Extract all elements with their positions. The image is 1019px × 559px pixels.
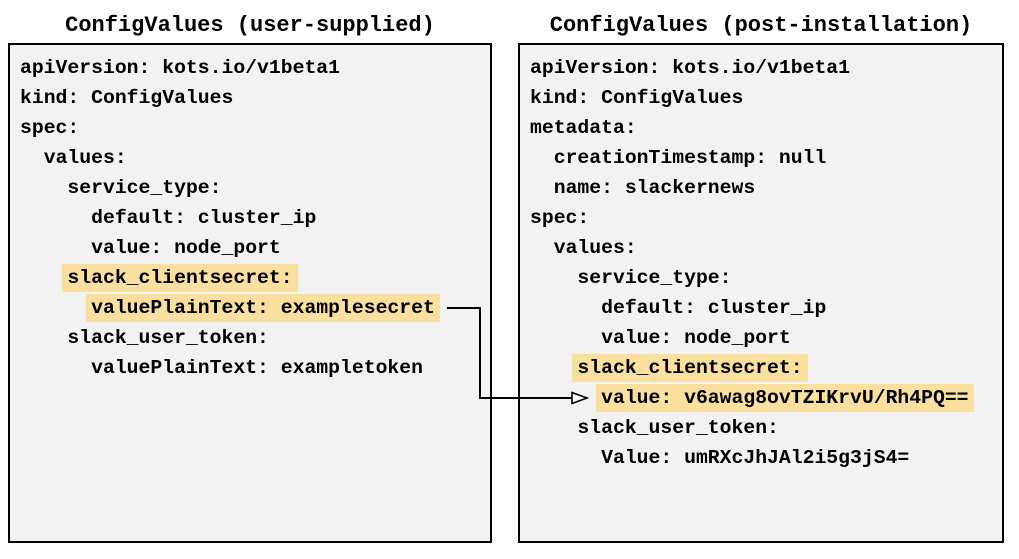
code-text: service_type: [577,267,732,289]
code-line: value: v6awag8ovTZIKrvU/Rh4PQ== [530,383,1002,413]
code-line: kind: ConfigValues [20,83,490,113]
highlighted-code-text: slack_clientsecret: [62,264,298,292]
code-indent [20,207,91,229]
code-indent [530,327,601,349]
code-text: valuePlainText: exampletoken [91,357,423,379]
code-indent [530,387,601,409]
code-line: apiVersion: kots.io/v1beta1 [20,53,490,83]
code-text: spec: [20,117,80,139]
panel-user-supplied: ConfigValues (user-supplied) apiVersion:… [8,7,492,543]
code-line: apiVersion: kots.io/v1beta1 [530,53,1002,83]
code-line: metadata: [530,113,1002,143]
code-line: value: node_port [530,323,1002,353]
code-indent [530,417,577,439]
highlighted-code-text: valuePlainText: examplesecret [86,294,440,322]
code-line: Value: umRXcJhJAl2i5g3jS4= [530,443,1002,473]
code-indent [20,237,91,259]
highlighted-code-text: value: v6awag8ovTZIKrvU/Rh4PQ== [596,384,974,412]
code-line: spec: [20,113,490,143]
code-indent [20,357,91,379]
code-text: apiVersion: kots.io/v1beta1 [20,57,341,79]
code-line: value: node_port [20,233,490,263]
code-line: slack_user_token: [530,413,1002,443]
code-line: service_type: [20,173,490,203]
code-text: default: cluster_ip [91,207,317,229]
code-indent [530,267,577,289]
code-text: metadata: [530,117,637,139]
code-indent [530,297,601,319]
code-text: kind: ConfigValues [530,87,744,109]
highlighted-code-text: slack_clientsecret: [572,354,808,382]
code-text: apiVersion: kots.io/v1beta1 [530,57,851,79]
code-line: creationTimestamp: null [530,143,1002,173]
code-indent [20,267,67,289]
panel-title-user-supplied: ConfigValues (user-supplied) [65,12,435,38]
code-line: slack_clientsecret: [20,263,490,293]
code-indent [530,237,554,259]
code-indent [20,177,67,199]
code-text: value: node_port [601,327,791,349]
code-indent [20,297,91,319]
code-text: creationTimestamp: null [553,147,827,169]
panel-post-installation: ConfigValues (post-installation) apiVers… [518,7,1004,543]
code-text: spec: [530,207,590,229]
code-line: slack_user_token: [20,323,490,353]
code-box-user-supplied: apiVersion: kots.io/v1beta1 kind: Config… [8,43,492,543]
panel-title-post-installation: ConfigValues (post-installation) [549,12,973,38]
code-text: default: cluster_ip [601,297,827,319]
code-text: Value: umRXcJhJAl2i5g3jS4= [601,447,910,469]
code-text: service_type: [67,177,222,199]
code-text: slack_user_token: [577,417,779,439]
code-indent [20,327,67,349]
code-indent [530,177,554,199]
code-box-post-installation: apiVersion: kots.io/v1beta1 kind: Config… [518,43,1004,543]
code-line: slack_clientsecret: [530,353,1002,383]
code-indent [530,357,577,379]
code-text: values: [553,237,637,259]
code-text: name: slackernews [553,177,756,199]
code-line: valuePlainText: examplesecret [20,293,490,323]
code-line: default: cluster_ip [20,203,490,233]
code-line: spec: [530,203,1002,233]
code-line: name: slackernews [530,173,1002,203]
code-line: kind: ConfigValues [530,83,1002,113]
code-indent [530,147,554,169]
code-line: service_type: [530,263,1002,293]
code-indent [20,147,44,169]
code-line: valuePlainText: exampletoken [20,353,490,383]
code-line: default: cluster_ip [530,293,1002,323]
code-indent [530,447,601,469]
code-text: kind: ConfigValues [20,87,234,109]
code-line: values: [530,233,1002,263]
code-text: slack_user_token: [67,327,269,349]
code-text: values: [43,147,127,169]
code-line: values: [20,143,490,173]
code-text: value: node_port [91,237,281,259]
